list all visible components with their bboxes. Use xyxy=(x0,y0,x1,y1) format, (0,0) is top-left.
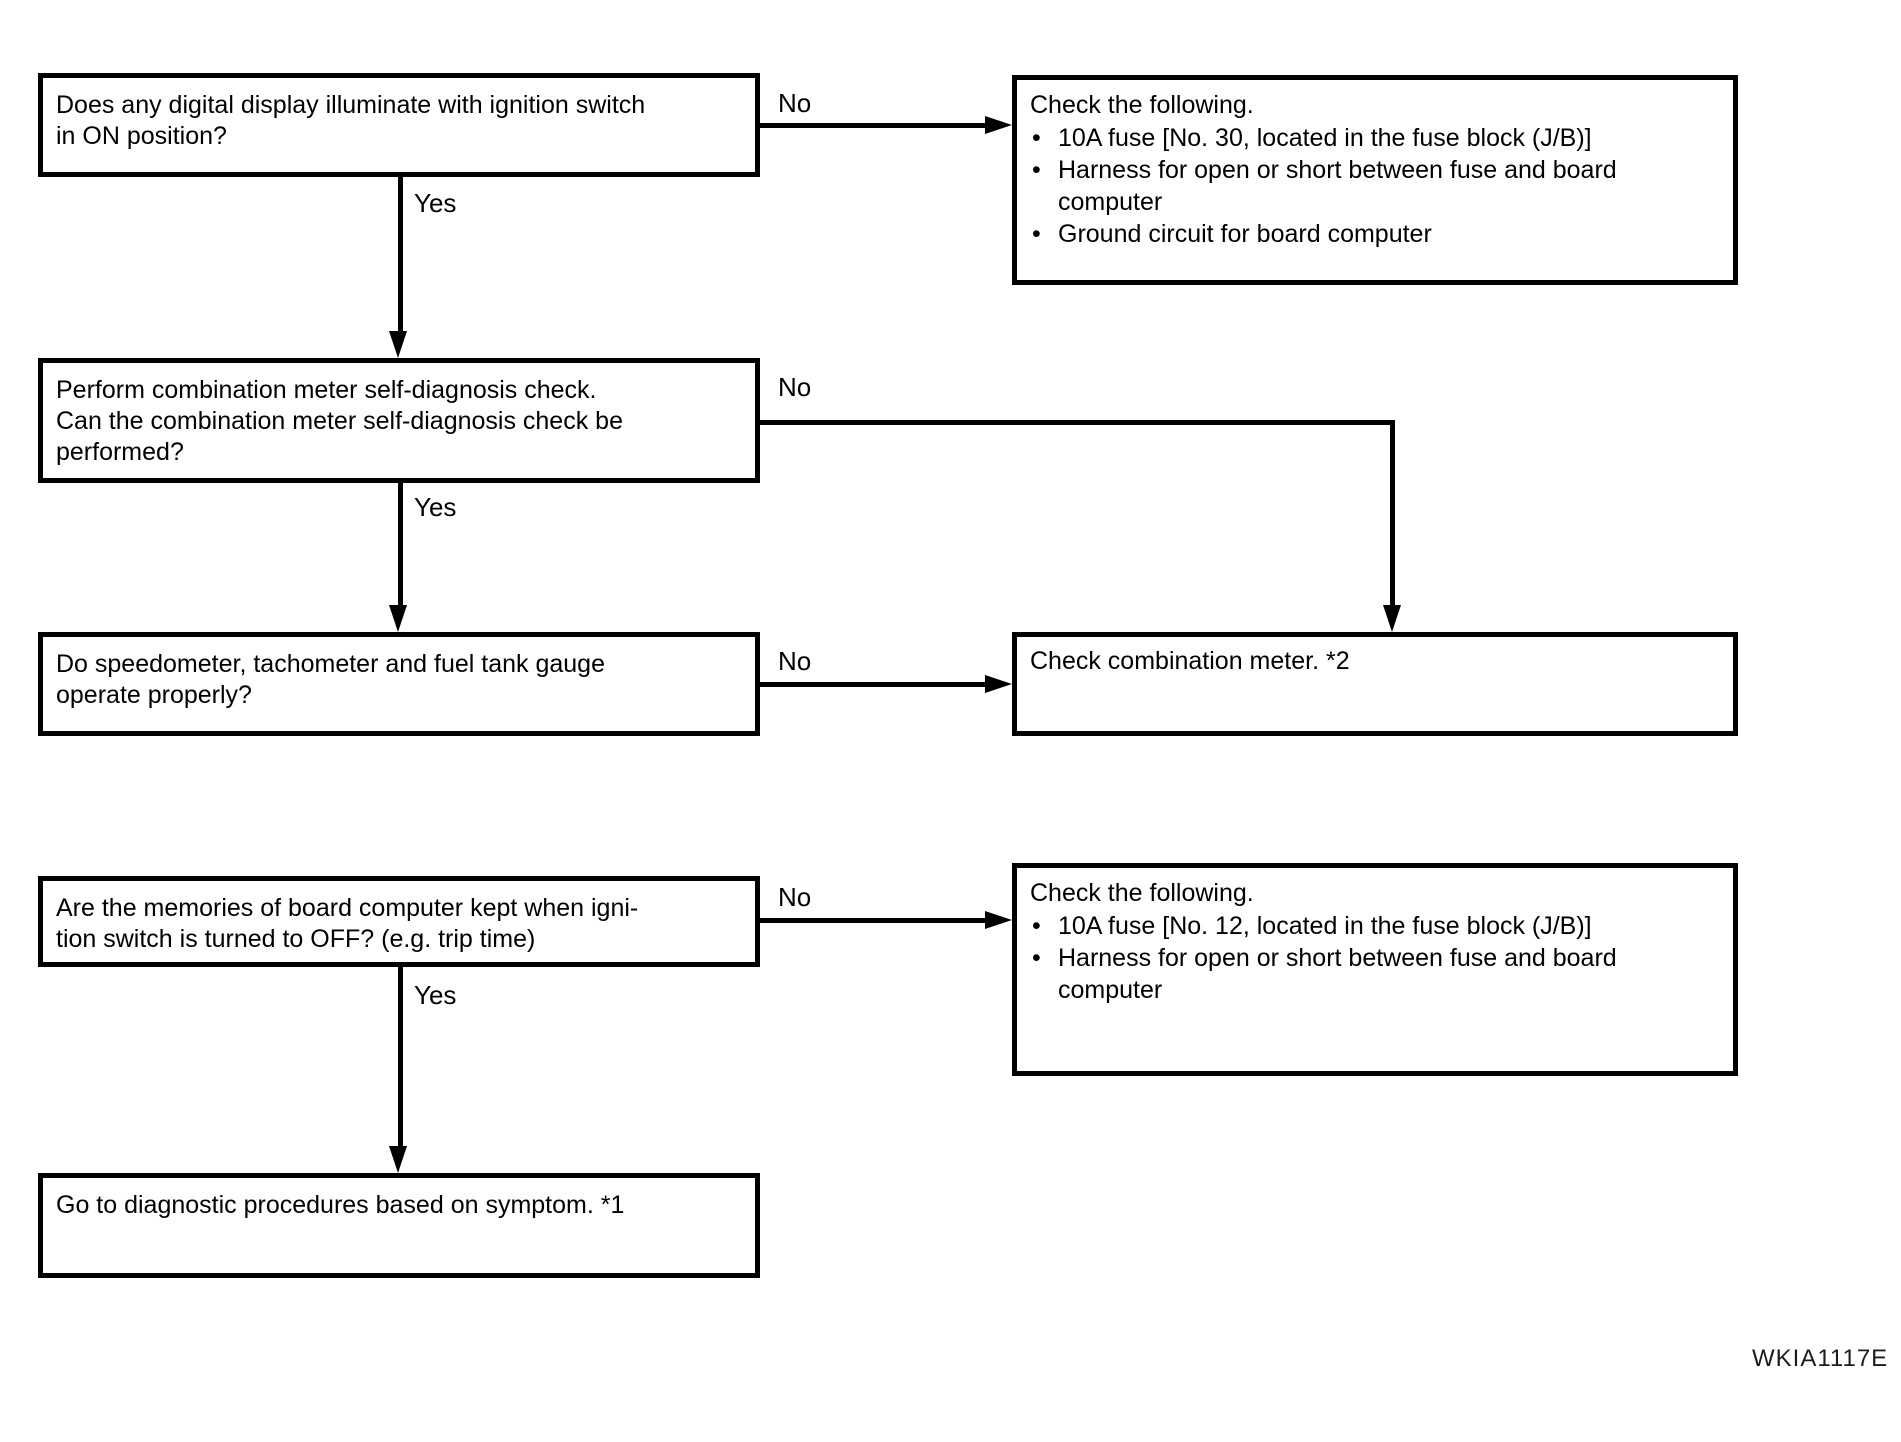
edge-q2-no-line-horizontal xyxy=(760,420,1395,425)
edge-q1-yes-arrowhead-icon xyxy=(389,331,407,358)
node-question-gauges-operate: Do speedometer, tachometer and fuel tank… xyxy=(38,632,760,736)
bullet-icon: • xyxy=(1032,156,1041,184)
edge-q1-no-label: No xyxy=(778,88,812,118)
node-text-line: Are the memories of board computer kept … xyxy=(56,894,639,922)
edge-q4-yes-label: Yes xyxy=(414,980,457,1010)
bullet-text: 10A fuse [No. 30, located in the fuse bl… xyxy=(1058,124,1592,152)
node-text-line: Go to diagnostic procedures based on sym… xyxy=(56,1191,625,1219)
edge-q2-no-arrowhead-icon xyxy=(1383,605,1401,632)
edge-q3-no-label: No xyxy=(778,646,812,676)
node-text-line: Check the following. xyxy=(1030,879,1254,907)
edge-q3-no-arrowhead-icon xyxy=(985,675,1012,693)
bullet-icon: • xyxy=(1032,944,1041,972)
bullet-icon: • xyxy=(1032,912,1041,940)
bullet-icon: • xyxy=(1032,220,1041,248)
edge-q3-no-line xyxy=(760,682,988,687)
node-question-self-diagnosis: Perform combination meter self-diagnosis… xyxy=(38,358,760,483)
edge-q1-no-line xyxy=(760,123,988,128)
edge-q2-yes-line xyxy=(398,482,403,610)
bullet-item: • Ground circuit for board computer xyxy=(1030,218,1719,250)
node-text-line: in ON position? xyxy=(56,122,227,150)
node-text-line: Check the following. xyxy=(1030,91,1254,119)
edge-q1-no-arrowhead-icon xyxy=(985,116,1012,134)
edge-q2-yes-label: Yes xyxy=(414,492,457,522)
node-question-memories-kept: Are the memories of board computer kept … xyxy=(38,876,760,967)
node-text-line: operate properly? xyxy=(56,681,252,709)
bullet-text: Harness for open or short between fuse a… xyxy=(1058,944,1617,1004)
edge-q1-yes-label: Yes xyxy=(414,188,457,218)
bullet-text: 10A fuse [No. 12, located in the fuse bl… xyxy=(1058,912,1592,940)
node-go-to-diagnostic-procedures: Go to diagnostic procedures based on sym… xyxy=(38,1173,760,1278)
bullet-icon: • xyxy=(1032,124,1041,152)
edge-q4-no-label: No xyxy=(778,882,812,912)
node-text-line: Can the combination meter self-diagnosis… xyxy=(56,407,623,435)
node-check-fuse-12: Check the following. • 10A fuse [No. 12,… xyxy=(1012,863,1738,1076)
bullet-item: • Harness for open or short between fuse… xyxy=(1030,942,1719,1006)
node-text-line: performed? xyxy=(56,438,184,466)
edge-q4-yes-line xyxy=(398,966,403,1152)
node-text-line: Does any digital display illuminate with… xyxy=(56,91,646,119)
bullet-item: • 10A fuse [No. 30, located in the fuse … xyxy=(1030,122,1719,154)
node-text-line: tion switch is turned to OFF? (e.g. trip… xyxy=(56,925,536,953)
node-text-line: Do speedometer, tachometer and fuel tank… xyxy=(56,650,605,678)
edge-q4-no-arrowhead-icon xyxy=(985,911,1012,929)
edge-q2-no-line-vertical xyxy=(1390,420,1395,608)
node-text-line: Check combination meter. *2 xyxy=(1030,647,1350,675)
edge-q2-no-label: No xyxy=(778,372,812,402)
edge-q4-no-line xyxy=(760,918,988,923)
edge-q4-yes-arrowhead-icon xyxy=(389,1146,407,1173)
node-check-fuse-30: Check the following. • 10A fuse [No. 30,… xyxy=(1012,75,1738,285)
bullet-item: • 10A fuse [No. 12, located in the fuse … xyxy=(1030,910,1719,942)
bullet-text: Ground circuit for board computer xyxy=(1058,220,1432,248)
node-check-combination-meter: Check combination meter. *2 xyxy=(1012,632,1738,736)
bullet-item: • Harness for open or short between fuse… xyxy=(1030,154,1719,218)
edge-q2-yes-arrowhead-icon xyxy=(389,605,407,632)
bullet-text: Harness for open or short between fuse a… xyxy=(1058,156,1617,216)
figure-code: WKIA1117E xyxy=(1752,1345,1889,1372)
node-text-line: Perform combination meter self-diagnosis… xyxy=(56,376,597,404)
node-question-digital-display: Does any digital display illuminate with… xyxy=(38,73,760,177)
edge-q1-yes-line xyxy=(398,176,403,336)
